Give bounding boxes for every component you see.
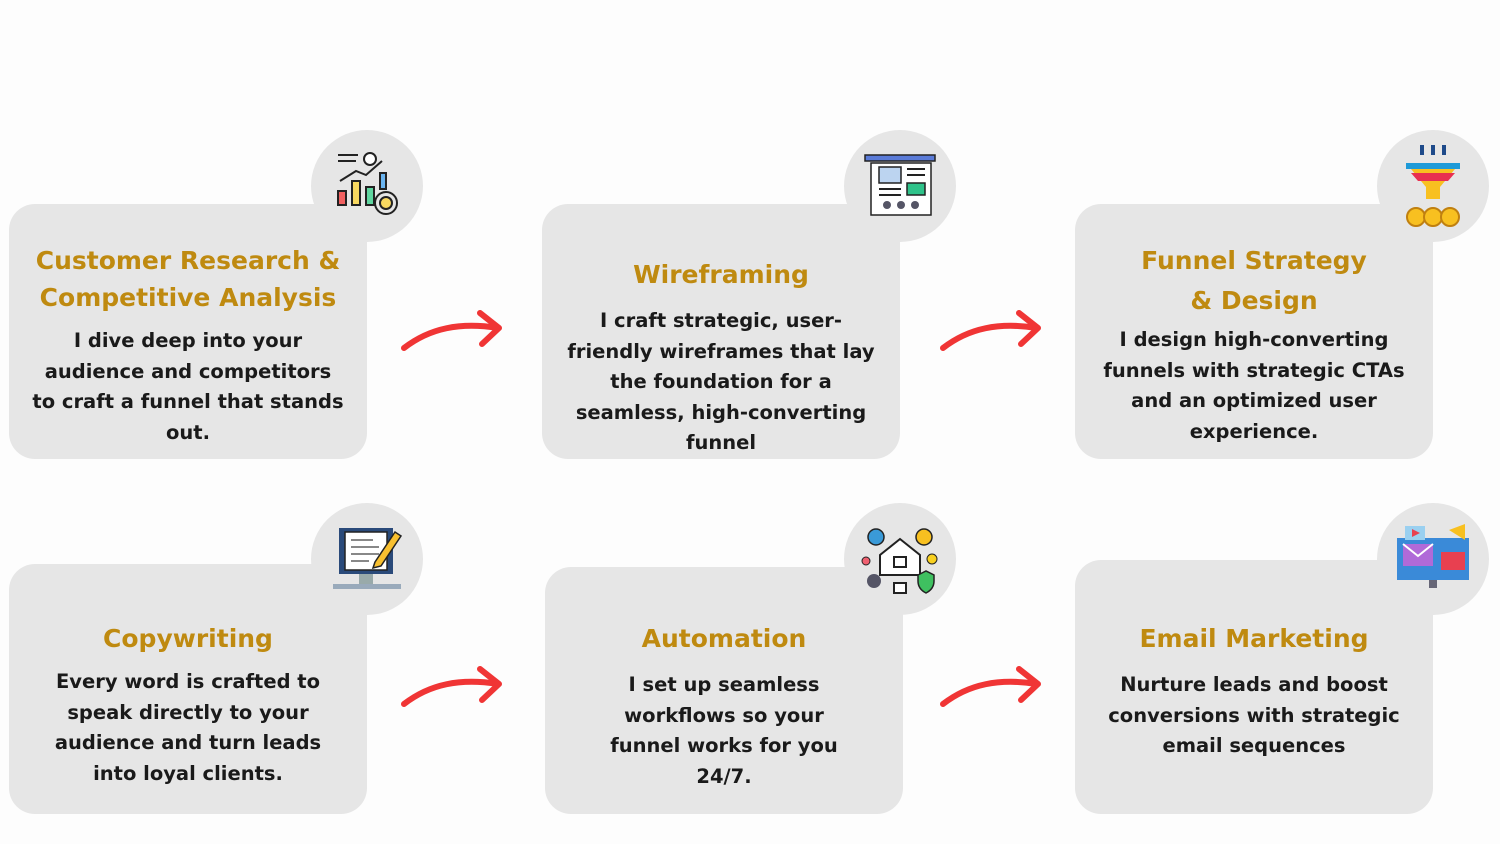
card-title: Wireframing: [633, 260, 809, 289]
card-title: Automation: [641, 624, 807, 653]
arrow-icon: [400, 666, 504, 712]
card-description: I set up seamless workflows so your funn…: [610, 673, 838, 788]
card-customer-research: Customer Research & Competitive Analysis…: [9, 204, 367, 459]
wireframe-icon: [844, 130, 956, 242]
card-title: Email Marketing: [1139, 624, 1369, 653]
arrow-icon: [939, 666, 1043, 712]
card-title: Customer Research & Competitive Analysis: [35, 246, 341, 312]
card-automation: Automation I set up seamless workflows s…: [545, 567, 903, 814]
card-title: Funnel Strategy & Design: [1141, 246, 1367, 315]
card-funnel-strategy: Funnel Strategy & Design I design high-c…: [1075, 204, 1433, 459]
arrow-icon: [939, 310, 1043, 356]
arrow-icon: [400, 310, 504, 356]
email-icon: [1377, 503, 1489, 615]
card-description: I craft strategic, user-friendly wirefra…: [567, 309, 875, 454]
card-copywriting: Copywriting Every word is crafted to spe…: [9, 564, 367, 814]
card-description: Nurture leads and boost conversions with…: [1108, 673, 1400, 757]
card-description: I dive deep into your audience and compe…: [32, 329, 344, 444]
card-description: I design high-converting funnels with st…: [1103, 328, 1405, 443]
card-description: Every word is crafted to speak directly …: [54, 670, 322, 785]
automation-icon: [844, 503, 956, 615]
card-title: Copywriting: [103, 624, 273, 653]
card-wireframing: Wireframing I craft strategic, user-frie…: [542, 204, 900, 459]
funnel-icon: [1377, 130, 1489, 242]
card-email-marketing: Email Marketing Nurture leads and boost …: [1075, 560, 1433, 814]
analytics-icon: [311, 130, 423, 242]
copywriting-icon: [311, 503, 423, 615]
